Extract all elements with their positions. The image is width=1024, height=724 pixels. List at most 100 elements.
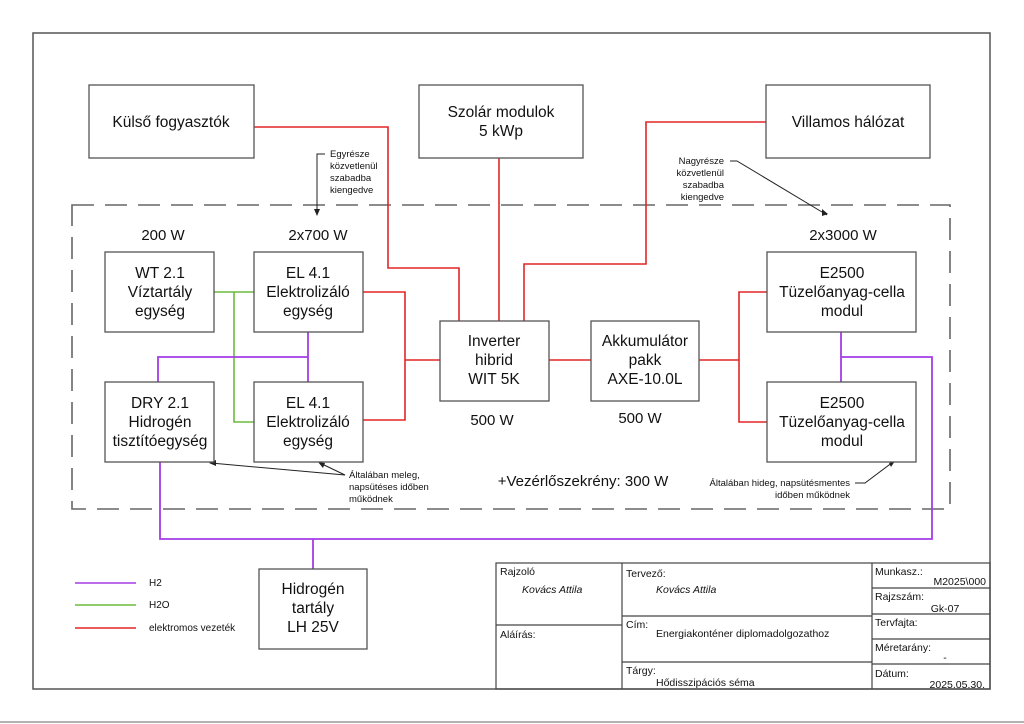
box-electrolyzer-2[interactable]: EL 4.1 Elektrolizáló egység <box>253 381 364 463</box>
subject-label: Tárgy: <box>626 665 656 677</box>
svg-text:Szolár modulok: Szolár modulok <box>448 104 555 121</box>
svg-text:Elektrolizáló: Elektrolizáló <box>266 284 350 301</box>
svg-text:működnek: működnek <box>349 494 393 505</box>
label: Külső fogyasztók <box>112 114 229 131</box>
box-solar-modules[interactable]: Szolár modulok 5 kWp <box>418 84 584 159</box>
svg-text:Általában meleg,: Általában meleg, <box>349 470 420 481</box>
electric-lines <box>254 121 767 423</box>
hydrogen-lines <box>157 332 933 569</box>
svg-text:Hidrogén: Hidrogén <box>129 414 192 431</box>
box-h2-tank[interactable]: Hidrogén tartály LH 25V <box>258 568 368 650</box>
svg-text:modul: modul <box>821 433 863 450</box>
svg-text:szabadba: szabadba <box>330 173 372 184</box>
svg-text:AXE-10.0L: AXE-10.0L <box>608 371 683 388</box>
power-inverter: 500 W <box>470 412 514 429</box>
title-block: Rajzoló Kovács Attila Aláírás: Tervező: … <box>495 562 991 691</box>
box-battery[interactable]: Akkumulátor pakk AXE-10.0L <box>590 320 700 402</box>
svg-text:Villamos hálózat: Villamos hálózat <box>792 114 905 131</box>
svg-text:5 kWp: 5 kWp <box>479 123 523 140</box>
svg-text:modul: modul <box>821 303 863 320</box>
svg-text:pakk: pakk <box>629 352 662 369</box>
power-battery: 500 W <box>618 410 662 427</box>
drawing-no-label: Rajzszám: <box>875 591 924 603</box>
svg-text:Inverter: Inverter <box>468 333 521 350</box>
note-left-vent: Egyrésze közvetlenül szabadba kiengedve <box>330 149 378 196</box>
title-label: Cím: <box>626 619 648 631</box>
svg-text:Akkumulátor: Akkumulátor <box>602 333 688 350</box>
note-warm-operation: Általában meleg, napsütéses időben működ… <box>349 470 429 505</box>
legend: H2 H2O elektromos vezeték <box>75 578 236 634</box>
title-value: Energiakonténer diplomadolgozathoz <box>656 628 829 640</box>
svg-text:egység: egység <box>283 433 333 450</box>
pipe-el-dryer <box>157 356 308 382</box>
drawing-no-value: Gk-07 <box>931 603 960 615</box>
svg-text:tartály: tartály <box>292 600 334 617</box>
svg-text:hibrid: hibrid <box>475 352 513 369</box>
box-fuel-cell-1[interactable]: E2500 Tüzelőanyag-cella modul <box>766 251 917 333</box>
box-dryer[interactable]: DRY 2.1 Hidrogén tisztítóegység <box>104 381 215 463</box>
note-right-vent: Nagyrésze közvetlenül szabadba kiengedve <box>676 156 724 203</box>
power-fuel-cells: 2x3000 W <box>809 227 877 244</box>
legend-label-h2: H2 <box>149 578 162 589</box>
svg-text:Víztartály: Víztartály <box>128 284 193 301</box>
svg-text:Tüzelőanyag-cella: Tüzelőanyag-cella <box>779 284 905 301</box>
svg-text:kiengedve: kiengedve <box>681 192 724 203</box>
water-lines <box>214 291 254 423</box>
svg-text:Elektrolizáló: Elektrolizáló <box>266 414 350 431</box>
svg-text:Tüzelőanyag-cella: Tüzelőanyag-cella <box>779 414 905 431</box>
svg-text:tisztítóegység: tisztítóegység <box>113 433 208 450</box>
svg-text:közvetlenül: közvetlenül <box>330 161 378 172</box>
pipe-h2-main <box>159 356 933 540</box>
wire-consumers-inverter <box>254 126 460 321</box>
box-electrolyzer-1[interactable]: EL 4.1 Elektrolizáló egység <box>253 251 364 333</box>
arrowhead-left-vent <box>314 209 320 216</box>
svg-text:közvetlenül: közvetlenül <box>676 168 724 179</box>
designer-value: Kovács Attila <box>656 584 716 596</box>
svg-text:kiengedve: kiengedve <box>330 185 373 196</box>
plan-type-label: Tervfajta: <box>875 617 918 629</box>
box-external-consumers[interactable]: Külső fogyasztók <box>88 84 255 159</box>
legend-label-h2o: H2O <box>149 600 170 611</box>
leader-left-vent <box>316 153 325 215</box>
svg-text:EL 4.1: EL 4.1 <box>286 265 330 282</box>
container-boundary <box>71 204 951 510</box>
power-electrolyzers: 2x700 W <box>288 227 348 244</box>
control-cabinet-power: +Vezérlőszekrény: 300 W <box>498 473 669 490</box>
svg-text:E2500: E2500 <box>820 395 865 412</box>
svg-text:egység: egység <box>283 303 333 320</box>
svg-text:Egyrésze: Egyrésze <box>330 149 370 160</box>
svg-text:WT 2.1: WT 2.1 <box>135 265 185 282</box>
leader-warm-dryer <box>210 462 346 476</box>
svg-text:WIT 5K: WIT 5K <box>468 371 520 388</box>
date-label: Dátum: <box>875 668 909 680</box>
work-no-label: Munkasz.: <box>875 566 923 578</box>
legend-label-electric: elektromos vezeték <box>149 623 236 634</box>
svg-text:szabadba: szabadba <box>683 180 725 191</box>
svg-text:napsütéses időben: napsütéses időben <box>349 482 429 493</box>
box-water-tank[interactable]: WT 2.1 Víztartály egység <box>104 251 215 333</box>
svg-text:Hidrogén: Hidrogén <box>282 581 345 598</box>
date-value: 2025.05.30. <box>930 679 985 691</box>
leader-warm-el2 <box>321 463 346 476</box>
arrowhead-right-vent <box>822 209 828 216</box>
svg-text:LH 25V: LH 25V <box>287 619 339 636</box>
box-electric-grid[interactable]: Villamos hálózat <box>765 84 931 159</box>
power-water-tank: 200 W <box>141 227 185 244</box>
box-inverter[interactable]: Inverter hibrid WIT 5K <box>439 320 550 402</box>
wire-grid-inverter <box>523 121 766 321</box>
svg-text:E2500: E2500 <box>820 265 865 282</box>
scale-label: Méretarány: <box>875 642 931 654</box>
signature-label: Aláírás: <box>500 629 536 641</box>
wire-electrolyzers <box>363 291 406 421</box>
scale-value: - <box>943 652 947 664</box>
svg-text:Általában hideg, napsütésmente: Általában hideg, napsütésmentes <box>710 478 851 489</box>
drawer-value: Kovács Attila <box>522 584 582 596</box>
arrowhead-warm-el2 <box>318 462 325 468</box>
box-fuel-cell-2[interactable]: E2500 Tüzelőanyag-cella modul <box>766 381 917 463</box>
svg-text:EL 4.1: EL 4.1 <box>286 395 330 412</box>
svg-text:Nagyrésze: Nagyrésze <box>679 156 724 167</box>
svg-text:időben működnek: időben működnek <box>775 490 850 501</box>
wire-fuelcells <box>738 291 767 423</box>
designer-label: Tervező: <box>626 568 666 580</box>
